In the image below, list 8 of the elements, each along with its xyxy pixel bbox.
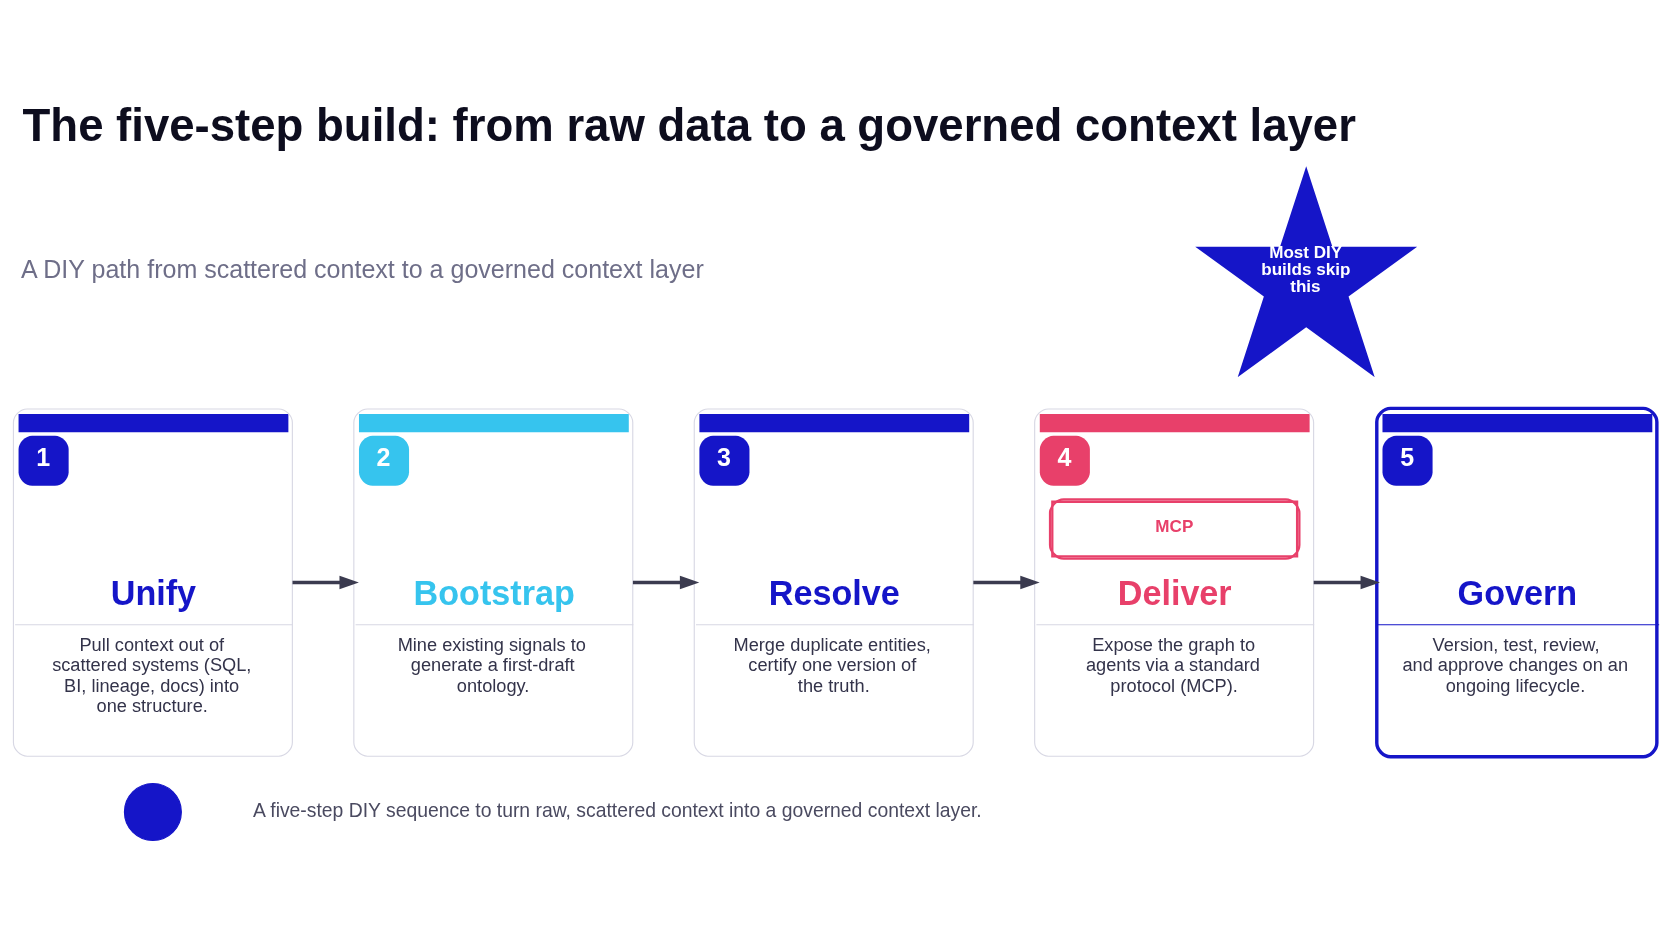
node-circle	[123, 782, 182, 841]
label: A DIY path from scattered context to a governed context layer	[21, 254, 704, 283]
arrow	[632, 575, 700, 589]
arrow	[973, 575, 1040, 589]
caption: A five-step DIY sequence to turn raw, scattered context into a governed context layer.	[253, 798, 982, 821]
diagram-title: The five-step build: from raw data to a governed context layer	[22, 99, 1356, 151]
arrow	[1313, 575, 1380, 589]
arrow	[292, 575, 359, 589]
